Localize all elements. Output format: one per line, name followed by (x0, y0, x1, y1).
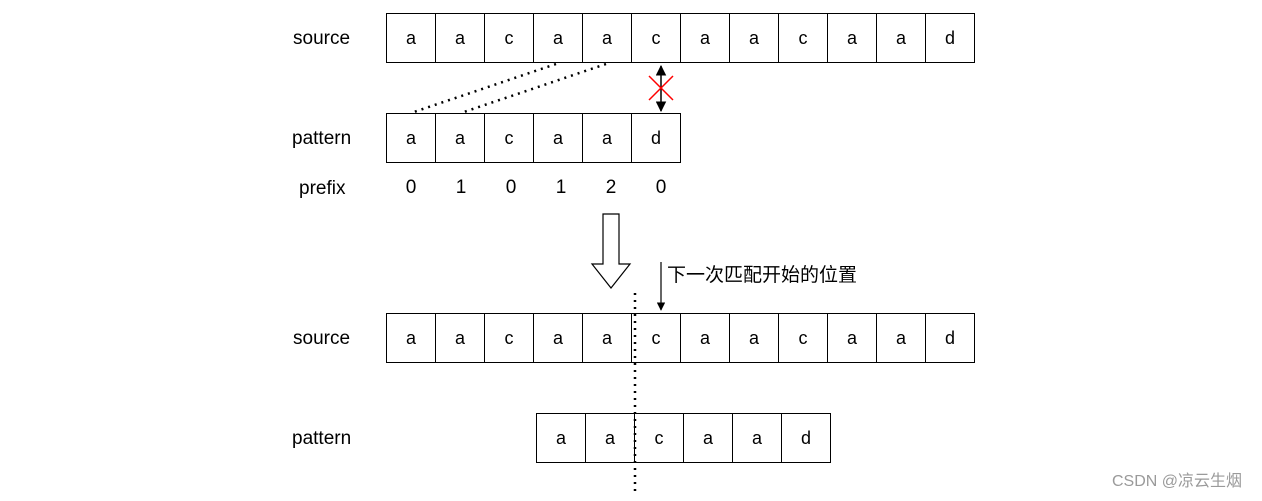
mismatch-cross-icon (648, 75, 674, 101)
transition-down-arrow-icon (590, 213, 632, 289)
source-bottom-cell-6: a (680, 313, 730, 363)
source-bottom-cell-11: d (925, 313, 975, 363)
prefix-value-4: 2 (605, 177, 617, 198)
pattern-top-cell-4: a (582, 113, 632, 163)
prefix-value-3: 1 (555, 177, 567, 198)
source-bottom-cell-8: c (778, 313, 828, 363)
pattern-top-cell-0: a (386, 113, 436, 163)
pattern-label-bottom: pattern (292, 428, 352, 449)
pattern-bottom-cell-2: c (634, 413, 684, 463)
prefix-row: 0 1 0 1 2 0 (386, 176, 686, 200)
source-top-cell-4: a (582, 13, 632, 63)
source-label-top: source (293, 28, 351, 49)
source-bottom-cell-7: a (729, 313, 779, 363)
prefix-value-5: 0 (655, 177, 667, 198)
pattern-bottom-cell-3: a (683, 413, 733, 463)
pattern-top-cell-1: a (435, 113, 485, 163)
dotted-link-2 (460, 62, 607, 115)
prefix-value-1: 1 (455, 177, 467, 198)
source-bottom-cell-2: c (484, 313, 534, 363)
source-top-cell-5: c (631, 13, 681, 63)
source-bottom-cell-4: a (582, 313, 632, 363)
pattern-bottom-cell-1: a (585, 413, 635, 463)
pattern-label-top: pattern (292, 128, 352, 149)
source-bottom-cell-1: a (435, 313, 485, 363)
prefix-value-2: 0 (505, 177, 517, 198)
source-top-cell-10: a (876, 13, 926, 63)
prefix-label: prefix (299, 178, 346, 199)
source-bottom-cell-0: a (386, 313, 436, 363)
source-top-cell-9: a (827, 13, 877, 63)
source-top-cell-3: a (533, 13, 583, 63)
source-top-cell-8: c (778, 13, 828, 63)
pattern-bottom-cell-0: a (536, 413, 586, 463)
source-bottom-cell-9: a (827, 313, 877, 363)
pattern-top-cell-5: d (631, 113, 681, 163)
source-top-cell-6: a (680, 13, 730, 63)
source-top-cell-2: c (484, 13, 534, 63)
prefix-value-0: 0 (405, 177, 417, 198)
pattern-top-cell-2: c (484, 113, 534, 163)
source-bottom-cell-10: a (876, 313, 926, 363)
source-label-bottom: source (293, 328, 351, 349)
dotted-link-1 (410, 62, 557, 115)
watermark: CSDN @凉云生烟 (1112, 473, 1243, 490)
source-top-cell-11: d (925, 13, 975, 63)
next-match-annotation: 下一次匹配开始的位置 (667, 265, 858, 286)
pattern-bottom-cell-5: d (781, 413, 831, 463)
